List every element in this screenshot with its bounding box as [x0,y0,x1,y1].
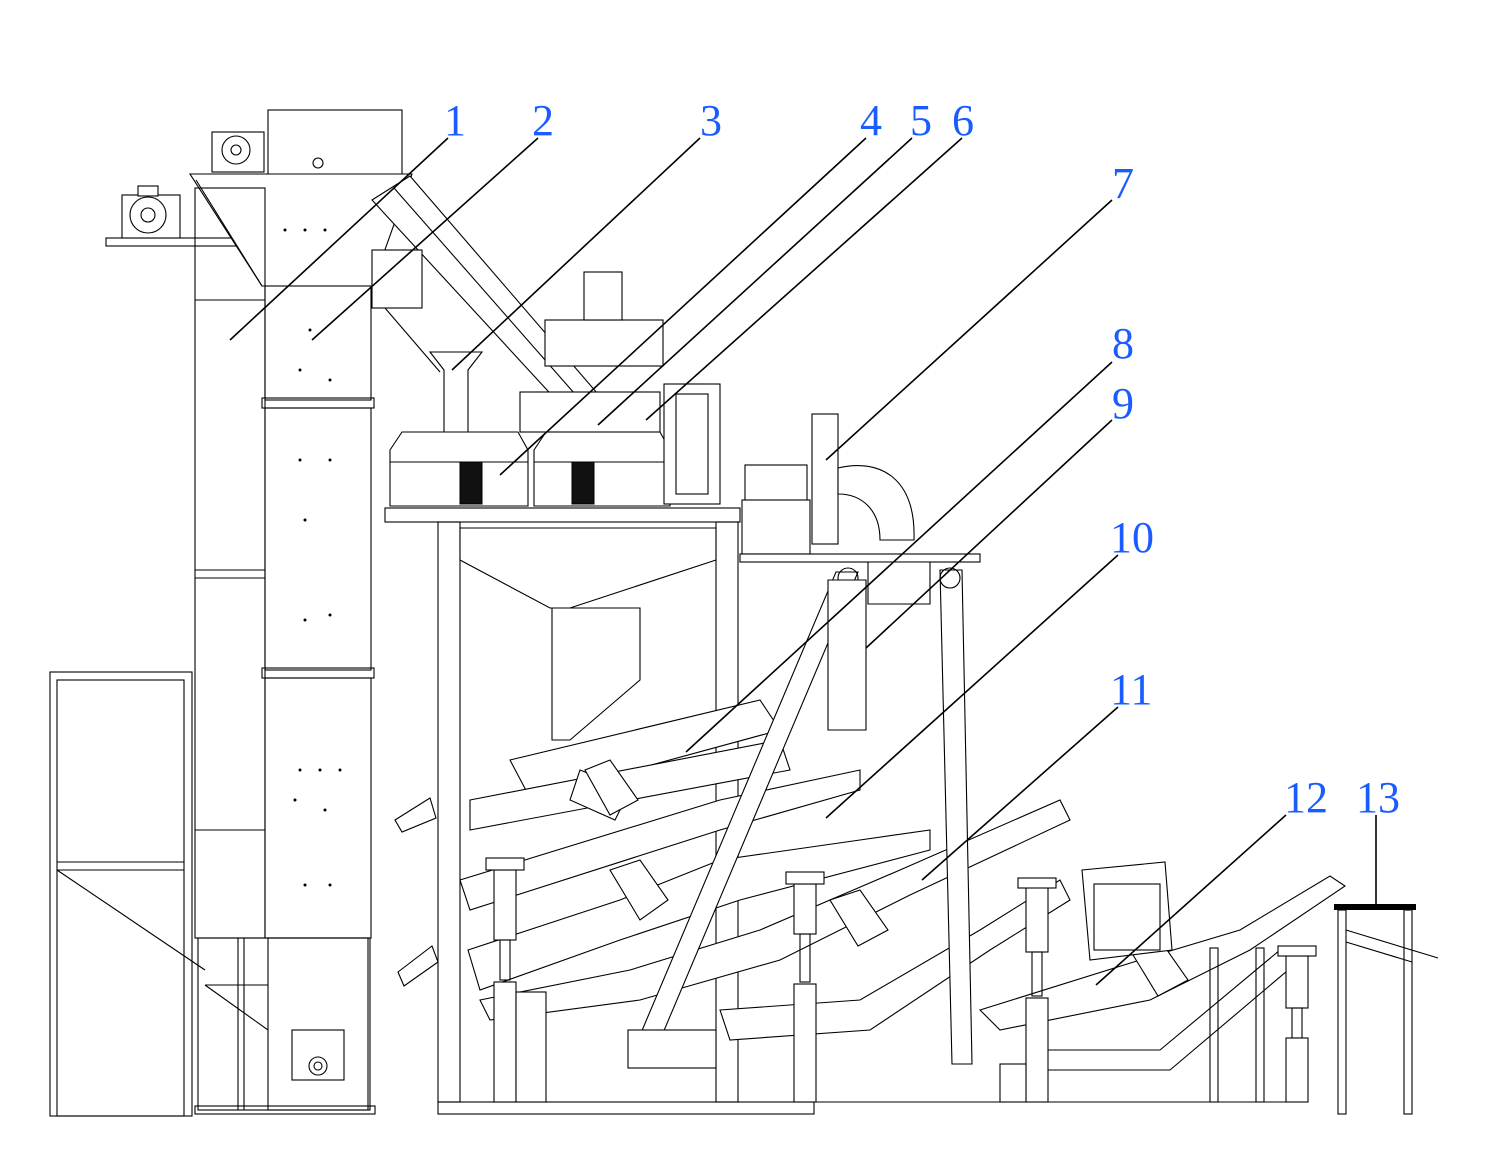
leader-8 [685,361,1113,753]
leader-4 [499,137,867,476]
callout-6: 6 [952,96,974,145]
leader-2 [311,137,539,341]
callout-11: 11 [1110,665,1152,714]
top-platform [384,271,741,523]
leader-1 [229,137,449,341]
callout-2: 2 [532,96,554,145]
bucket-elevator [105,109,413,1115]
callout-7: 7 [1112,159,1134,208]
leader-9 [865,419,1113,649]
callout-12: 12 [1284,773,1328,822]
callout-9: 9 [1112,379,1134,428]
main-stand [437,521,1308,1115]
leader-7 [825,199,1113,461]
actuators [485,857,1317,1103]
fan-unit [739,413,981,563]
leader-6 [645,137,963,421]
callout-8: 8 [1112,319,1134,368]
callout-numbers: 1 2 3 4 5 6 7 8 9 10 11 12 13 [444,96,1400,822]
left-storage-frame [49,671,206,1117]
leader-5 [597,137,913,426]
rivets [283,228,342,887]
callout-3: 3 [700,96,722,145]
callout-5: 5 [910,96,932,145]
discharge-table [1334,904,1439,1115]
leader-11 [921,706,1119,881]
callout-1: 1 [444,96,466,145]
callout-13: 13 [1356,773,1400,822]
feed-pipe [371,175,611,429]
leader-3 [451,137,701,371]
leader-12 [1095,814,1287,986]
callout-4: 4 [860,96,882,145]
leader-lines [229,137,1377,986]
callout-10: 10 [1110,513,1154,562]
leader-10 [825,554,1119,819]
